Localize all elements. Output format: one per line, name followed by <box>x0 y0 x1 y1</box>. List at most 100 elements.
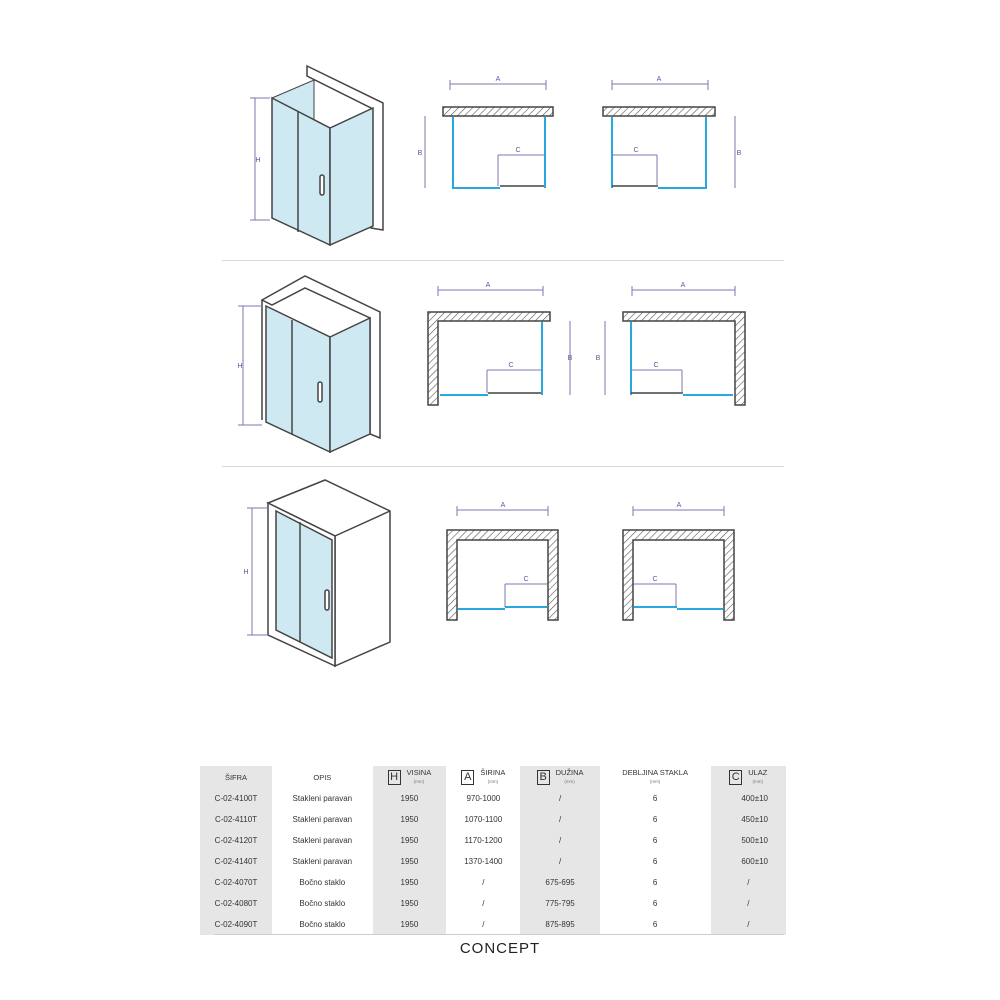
table-cell: 6 <box>652 794 658 803</box>
column-header-label: ŠIRINA <box>480 768 506 777</box>
table-cell: 1950 <box>372 872 447 893</box>
table-cell: Stakleni paravan <box>292 836 353 845</box>
column-header-label: OPIS <box>313 772 332 782</box>
column-unit: (mm) <box>413 779 425 784</box>
label-c: C <box>508 362 513 369</box>
dimension-icon: H <box>387 769 401 785</box>
brand-logo: CONCEPT <box>459 940 541 957</box>
plan-view-2-left <box>427 286 571 406</box>
plan-view-1-left <box>424 80 554 189</box>
table-cell: 775-795 <box>520 893 600 914</box>
table-cell: 500±10 <box>710 830 786 851</box>
column-unit: (mm) <box>649 779 661 784</box>
table-cell: C-02-4070T <box>200 872 273 893</box>
footer-divider <box>214 934 784 935</box>
iso-view-niche-front <box>266 479 391 668</box>
column-unit: (mm) <box>752 779 764 784</box>
table-cell: 400±10 <box>710 788 786 809</box>
table-cell: 1070-1100 <box>464 815 503 824</box>
table-cell: / <box>520 830 600 851</box>
table-cell: 600±10 <box>710 851 786 872</box>
label-c: C <box>653 362 658 369</box>
table-cell: C-02-4080T <box>200 893 273 914</box>
label-a: A <box>677 502 682 509</box>
table-cell: C-02-4090T <box>200 914 273 935</box>
table-cell: 875-895 <box>520 914 600 935</box>
table-cell: C-02-4140T <box>200 851 273 872</box>
column-header-label: DEBLJINA STAKLA <box>622 768 688 777</box>
table-cell: 675-695 <box>520 872 600 893</box>
table-cell: 1950 <box>372 893 447 914</box>
table-cell: / <box>520 788 600 809</box>
dimension-icon: C <box>729 769 743 785</box>
table-cell: / <box>710 872 786 893</box>
table-cell: Bočno staklo <box>299 920 346 929</box>
table-cell: 6 <box>652 857 658 866</box>
column-unit: (mm) <box>564 779 575 784</box>
label-b: B <box>737 150 742 157</box>
installation-diagrams: H A B C A B C H A B C A B C H A C A C <box>237 64 746 668</box>
table-cell: Stakleni paravan <box>292 815 353 824</box>
label-c: C <box>652 576 657 583</box>
label-a: A <box>681 282 686 289</box>
plan-view-3-right <box>622 506 735 621</box>
table-cell: 6 <box>652 899 658 908</box>
table-cell: / <box>520 851 600 872</box>
table-cell: 6 <box>652 920 658 929</box>
label-h: H <box>237 363 242 370</box>
table-cell: / <box>482 899 485 908</box>
column-header: C ULAZ (mm) <box>710 766 786 788</box>
table-cell: Stakleni paravan <box>292 857 353 866</box>
plan-view-2-right <box>604 286 746 406</box>
table-cell: 1950 <box>372 914 447 935</box>
column-header: ŠIFRA <box>200 766 273 788</box>
column-header-label: DUŽINA <box>555 768 584 777</box>
table-cell: 6 <box>652 815 658 824</box>
table-cell: 450±10 <box>710 809 786 830</box>
table-cell: Stakleni paravan <box>292 794 353 803</box>
section-divider <box>222 466 784 467</box>
dimension-icon: A <box>461 769 475 785</box>
label-b: B <box>568 355 573 362</box>
label-c: C <box>523 576 528 583</box>
table-cell: / <box>520 809 600 830</box>
label-h: H <box>255 157 260 164</box>
plan-view-3-left <box>446 506 559 621</box>
iso-view-corner-wall <box>271 64 384 247</box>
table-cell: 6 <box>652 836 658 845</box>
table-cell: 1370-1400 <box>464 857 503 866</box>
column-header-label: ULAZ <box>748 768 768 777</box>
table-cell: / <box>710 893 786 914</box>
table-cell: 1170-1200 <box>464 836 503 845</box>
label-b: B <box>596 355 601 362</box>
dimension-icon: B <box>536 769 550 785</box>
label-h: H <box>243 569 248 576</box>
column-header: H VISINA (mm) <box>372 766 447 788</box>
table-row: C-02-4090T Bočno staklo 1950 / 875-895 6 / <box>200 914 786 935</box>
label-b: B <box>418 150 423 157</box>
table-cell: C-02-4100T <box>200 788 273 809</box>
section-divider <box>222 260 784 261</box>
table-cell: / <box>482 878 485 887</box>
table-cell: 1950 <box>372 830 447 851</box>
table-row: C-02-4120T Stakleni paravan 1950 1170-1200 /… <box>200 830 786 851</box>
plan-view-1-right <box>602 80 736 189</box>
label-c: C <box>515 147 520 154</box>
iso-view-niche-sliding <box>260 275 381 454</box>
table-cell: C-02-4110T <box>200 809 273 830</box>
product-table: ŠIFRA OPIS H VISINA (mm) A ŠIRINA (mm) B DUŽINA (m… <box>200 766 786 935</box>
label-a: A <box>496 76 501 83</box>
table-cell: C-02-4120T <box>200 830 273 851</box>
table-cell: / <box>482 920 485 929</box>
table-cell: Bočno staklo <box>299 878 346 887</box>
table-cell: / <box>710 914 786 935</box>
column-header-label: VISINA <box>406 768 432 777</box>
label-a: A <box>501 502 506 509</box>
column-header: B DUŽINA (mm) <box>520 766 600 788</box>
column-header: OPIS <box>272 766 373 788</box>
